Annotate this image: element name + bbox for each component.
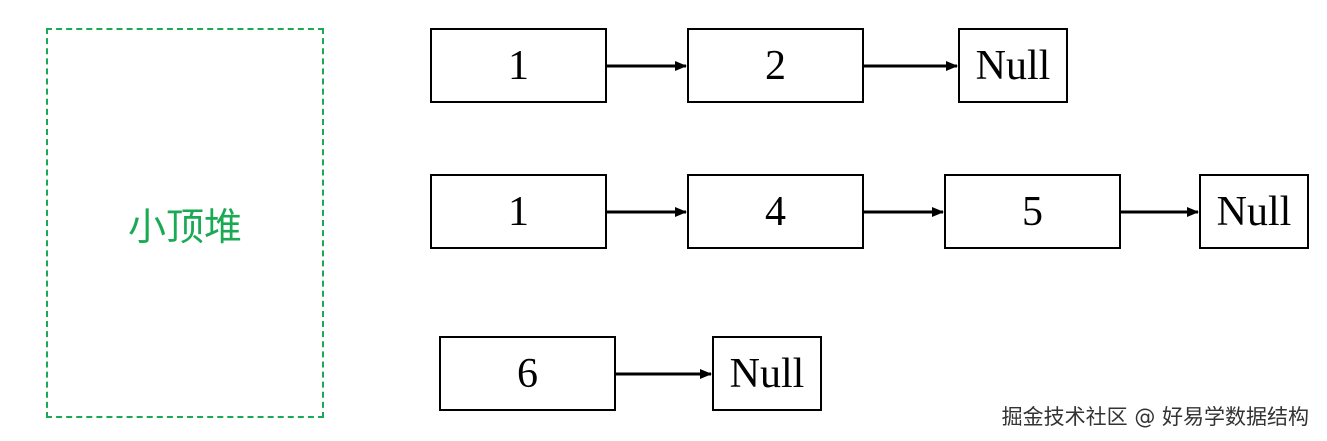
list2-node-2: 4	[687, 174, 864, 249]
list2-node-3: 5	[944, 174, 1121, 249]
list1-null-node: Null	[958, 28, 1068, 103]
min-heap-label: 小顶堆	[127, 204, 242, 249]
watermark: 掘金技术社区 @ 好易学数据结构	[1001, 405, 1309, 429]
list1-node-2: 2	[687, 28, 864, 103]
list2-null-node: Null	[1199, 174, 1309, 249]
min-heap-container: 小顶堆	[46, 28, 324, 418]
list3-null-node: Null	[712, 336, 822, 411]
list1-node-1: 1	[430, 28, 607, 103]
list3-node-1: 6	[439, 336, 616, 411]
list2-node-1: 1	[430, 174, 607, 249]
